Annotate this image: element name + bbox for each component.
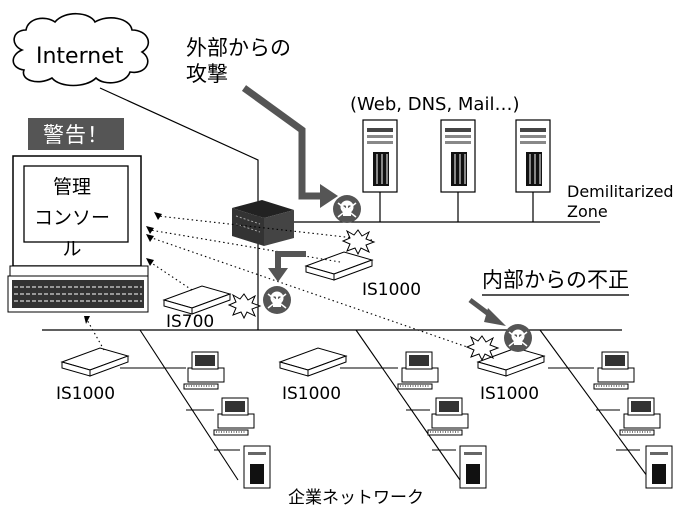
console-label: 管理 コンソール [26, 172, 118, 265]
pc-icon [593, 351, 635, 390]
external-attack-arrow [241, 85, 338, 208]
tower-small-icon [243, 445, 271, 489]
console-label-line1: 管理 [52, 176, 91, 198]
internet-label: Internet [36, 44, 124, 69]
explosion-icon [228, 293, 261, 319]
alert-badge: 警告！ [28, 118, 124, 150]
pc-icon [397, 351, 439, 390]
internet-link [99, 87, 259, 330]
arrowhead-icon [146, 258, 154, 266]
arrowhead-icon [154, 212, 162, 220]
console-label-line2: コンソール [33, 207, 110, 260]
skull-icon [503, 323, 533, 353]
dmz-label: Demilitarized [567, 182, 674, 201]
arrowhead-icon [146, 234, 154, 242]
switch-box-icon [305, 251, 373, 281]
pc-icon [213, 397, 255, 436]
switch-box-icon [279, 347, 347, 377]
device-label-is1000-left: IS1000 [56, 384, 116, 404]
internal-threat-arrow [468, 298, 506, 326]
attack-arrow [268, 251, 306, 282]
pc-icon [619, 397, 661, 436]
console-terminal-icon [7, 155, 149, 313]
skull-icon [262, 285, 292, 315]
cloud-icon [12, 12, 150, 87]
alert-lines [85, 215, 471, 351]
tower-small-icon [645, 445, 673, 489]
firewall-icon [232, 200, 294, 246]
server-tower-icon [515, 119, 551, 193]
arrowhead-icon [146, 226, 154, 234]
skull-icon [332, 194, 362, 224]
corporate-network-label: 企業ネットワーク [288, 488, 424, 508]
servers-label: (Web, DNS, Mail…) [350, 94, 520, 115]
internal-threat-label: 内部からの不正 [482, 270, 629, 296]
external-attack-label: 外部からの [186, 36, 291, 60]
pc-icon [183, 351, 225, 390]
switch-box-icon [163, 285, 231, 315]
external-attack-label-2: 攻撃 [186, 62, 228, 86]
tower-small-icon [459, 445, 487, 489]
explosion-icon [342, 229, 375, 255]
device-label-is1000-center: IS1000 [282, 384, 342, 404]
arrowhead-icon [84, 316, 90, 324]
device-label-is1000-right: IS1000 [480, 384, 540, 404]
server-tower-icon [440, 119, 476, 193]
switch-box-icon [61, 347, 129, 377]
dmz-label-2: Zone [567, 202, 608, 221]
device-label-is1000-dmz: IS1000 [362, 280, 422, 300]
server-tower-icon [362, 119, 398, 193]
pc-icon [427, 397, 469, 436]
device-label-is700: IS700 [166, 312, 215, 332]
